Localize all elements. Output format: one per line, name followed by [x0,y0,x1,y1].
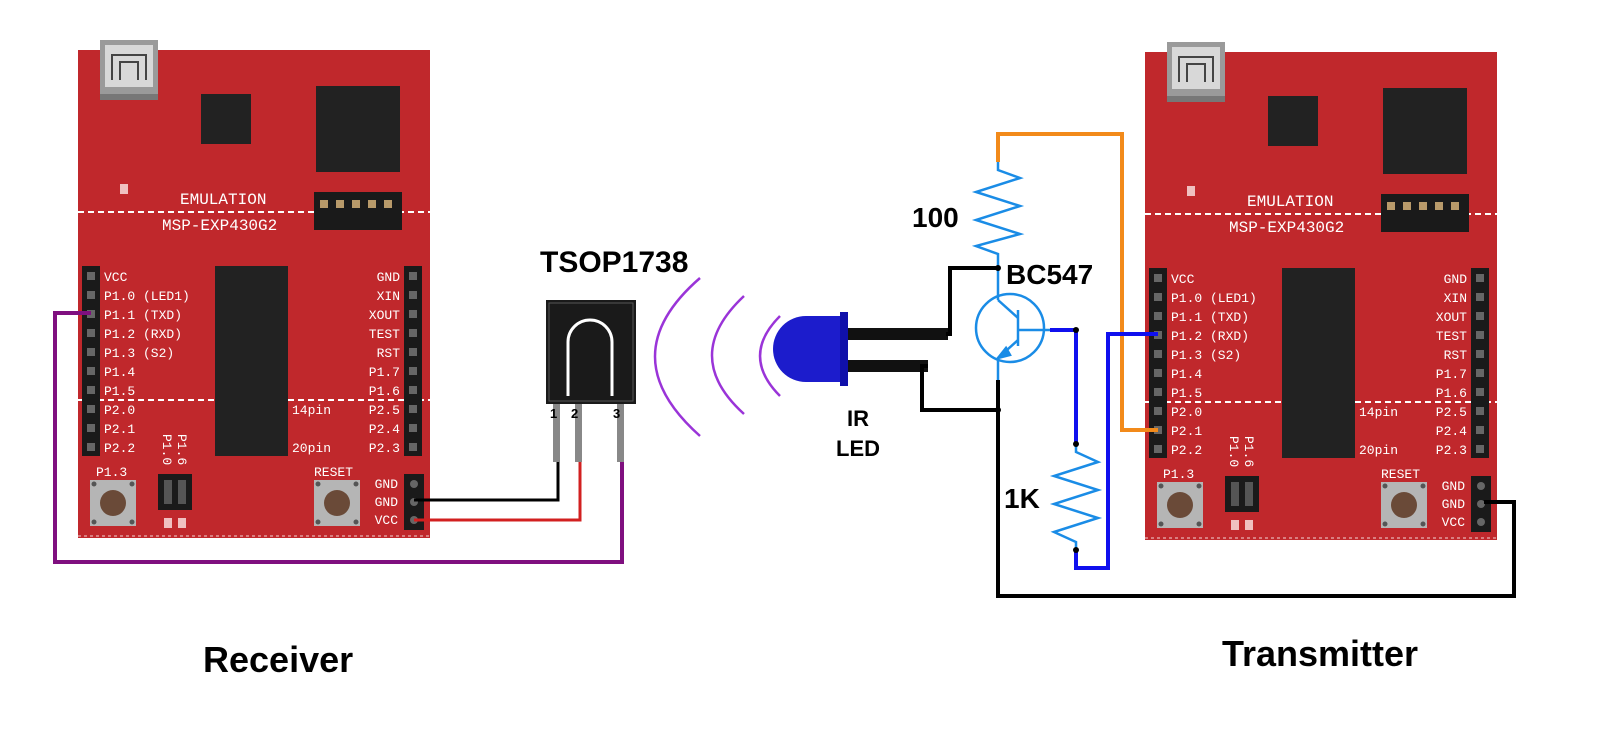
transmitter-left-pin-labels: VCC P1.0 (LED1) P1.1 (TXD) P1.2 (RXD) P1… [1171,272,1257,458]
pin-label: P1.5 [1171,386,1202,401]
transmitter-14pin-label: 14pin [1359,405,1398,420]
tsop-pin-3-label: 3 [613,406,620,421]
transmitter-right-pin-labels: GND XIN XOUT TEST RST P1.7 P1.6 P2.5 P2.… [1436,272,1467,458]
pin-label: P1.0 (LED1) [104,289,190,304]
ir-led [773,312,948,386]
transmitter-reset-label: RESET [1381,467,1420,482]
transmitter-jumper-label-p10: P1.0 [1226,436,1241,467]
pin-label: P2.3 [369,441,400,456]
pin-label: P1.6 [1436,386,1467,401]
ir-waves [653,277,781,437]
pin-label: P2.0 [1171,405,1202,420]
receiver-left-pin-labels: VCC P1.0 (LED1) P1.1 (TXD) P1.2 (RXD) P1… [104,270,190,456]
pin-label: P1.4 [1171,367,1202,382]
pin-label: P2.5 [1436,405,1467,420]
receiver-power-pin-label: GND [375,477,399,492]
receiver-14pin-label: 14pin [292,403,331,418]
pin-label: P1.2 (RXD) [1171,329,1249,344]
receiver-jumper-label-p10: P1.0 [159,434,174,465]
pin-label: P2.3 [1436,443,1467,458]
led-cathode-wire [920,364,998,412]
receiver-board: EMULATION MSP-EXP430G2 VCC P1.0 (LED1) P… [77,39,431,539]
transmitter-gnd-wire [996,380,1516,598]
pin-label: P1.7 [1436,367,1467,382]
transmitter-board: EMULATION MSP-EXP430G2 VCC P1.0 (LED1) P… [1144,41,1498,541]
pin-label: XIN [1444,291,1467,306]
receiver-power-pin-label: GND [375,495,399,510]
pin-label: RST [1444,348,1468,363]
pin-label: P1.3 (S2) [1171,348,1241,363]
pin-label: P2.0 [104,403,135,418]
transmitter-caption: Transmitter [1222,633,1418,674]
pin-label: P2.4 [1436,424,1467,439]
pin-label: P2.1 [1171,424,1202,439]
pin-label: P2.5 [369,403,400,418]
pin-label: VCC [1171,272,1195,287]
pin-label: XIN [377,289,400,304]
receiver-gnd-wire [414,460,560,502]
tsop-pin-2-label: 2 [571,406,578,421]
receiver-model-label: MSP-EXP430G2 [162,217,277,235]
pin-label: P1.1 (TXD) [1171,310,1249,325]
receiver-right-pin-labels: GND XIN XOUT TEST RST P1.7 P1.6 P2.5 P2.… [369,270,400,456]
transmitter-power-pin-label: GND [1442,497,1466,512]
resistor-1k-label: 1K [1004,483,1040,514]
receiver-power-pin-label: VCC [375,513,399,528]
transmitter-model-label: MSP-EXP430G2 [1229,219,1344,237]
pin-label: TEST [1436,329,1467,344]
transmitter-20pin-label: 20pin [1359,443,1398,458]
pin-label: P1.0 (LED1) [1171,291,1257,306]
tsop-label: TSOP1738 [540,246,688,279]
resistor-100 [971,162,1025,268]
receiver-p13-button-label: P1.3 [96,465,127,480]
bc547-transistor [974,268,1050,380]
receiver-20pin-label: 20pin [292,441,331,456]
pin-label: TEST [369,327,400,342]
tsop-pin-1-label: 1 [550,406,557,421]
wire-junctions [995,265,1079,553]
receiver-reset-label: RESET [314,465,353,480]
pin-label: GND [377,270,401,285]
ir-led-label-line1: IR [847,406,869,431]
receiver-jumper-label-p16: P1.6 [174,434,189,465]
transistor-label: BC547 [1006,259,1093,290]
pin-label: RST [377,346,401,361]
pin-label: P1.3 (S2) [104,346,174,361]
pin-label: P1.2 (RXD) [104,327,182,342]
pin-label: P1.5 [104,384,135,399]
led-anode-wire [946,266,998,336]
receiver-signal-wire [53,311,624,564]
pin-label: GND [1444,272,1468,287]
pin-label: P1.6 [369,384,400,399]
tsop1738-sensor [546,300,636,462]
transmitter-jumper-label-p16: P1.6 [1241,436,1256,467]
transmitter-power-pin-label: GND [1442,479,1466,494]
resistor-1k [1049,444,1103,550]
transmitter-vcc-orange-wire [996,132,1158,432]
pin-label: XOUT [369,308,400,323]
transmitter-base-blue-wire [1050,328,1078,444]
pin-label: P2.2 [104,441,135,456]
pin-label: P2.2 [1171,443,1202,458]
transmitter-signal-blue-wire [1074,332,1158,570]
pin-label: P1.4 [104,365,135,380]
receiver-vcc-wire [414,460,582,522]
pin-label: VCC [104,270,128,285]
resistor-100-label: 100 [912,202,959,233]
pin-label: P2.1 [104,422,135,437]
pin-label: XOUT [1436,310,1467,325]
transmitter-emulation-label: EMULATION [1247,193,1333,211]
transmitter-power-pin-label: VCC [1442,515,1466,530]
transmitter-p13-button-label: P1.3 [1163,467,1194,482]
pin-label: P1.1 (TXD) [104,308,182,323]
ir-led-label-line2: LED [836,436,880,461]
receiver-caption: Receiver [203,639,353,680]
pin-label: P2.4 [369,422,400,437]
receiver-emulation-label: EMULATION [180,191,266,209]
pin-label: P1.7 [369,365,400,380]
